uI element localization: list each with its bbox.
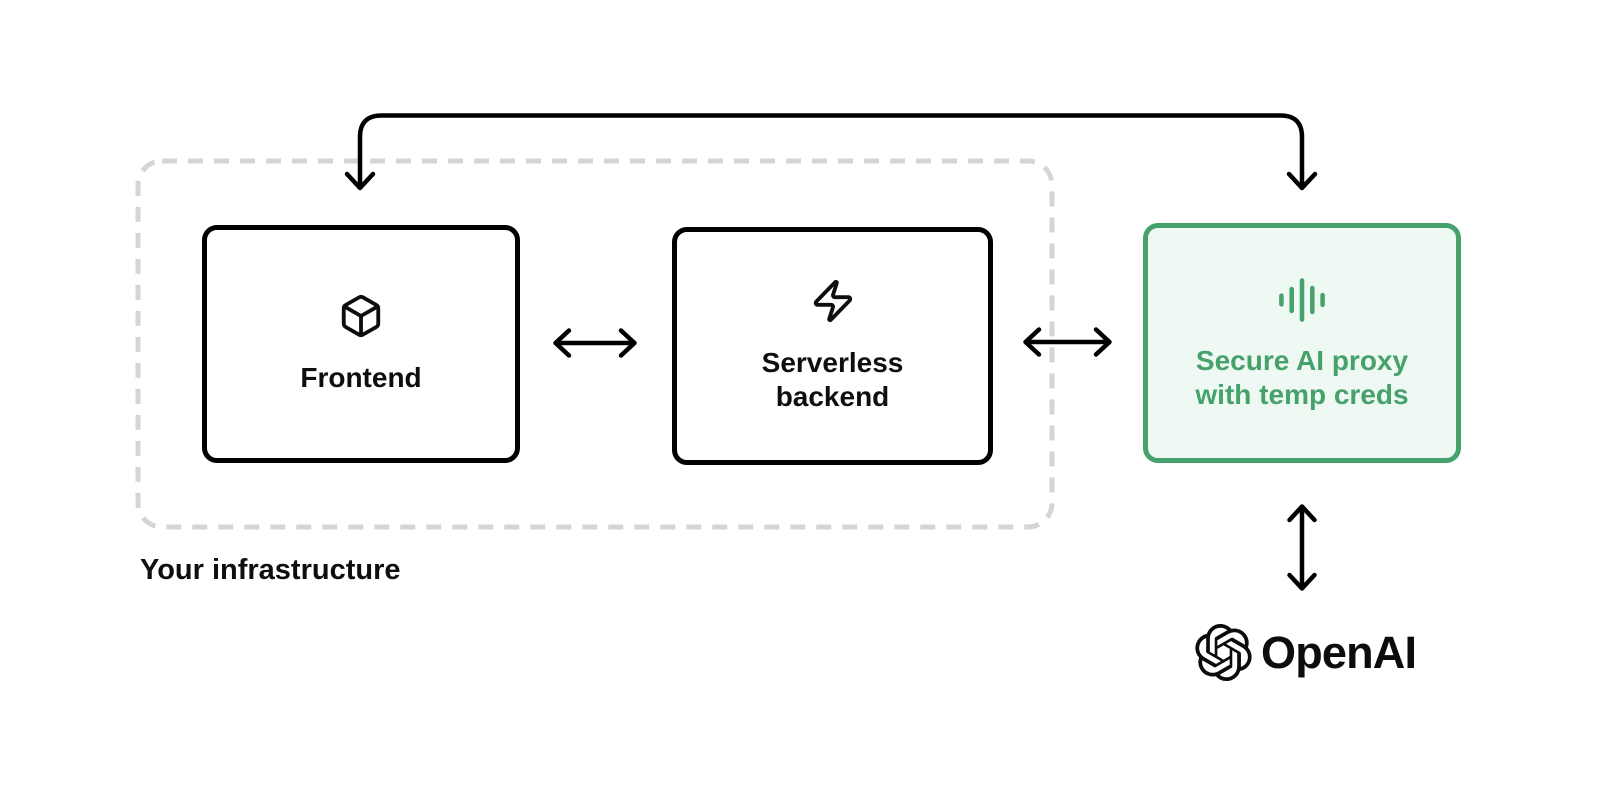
openai-logo: OpenAI — [1195, 624, 1417, 681]
secure-ai-proxy-label: Secure AI proxy with temp creds — [1195, 344, 1409, 410]
serverless-backend-label: Serverless backend — [761, 346, 904, 412]
arrowhead-down — [1287, 572, 1317, 591]
arrow-proxy-openai — [1287, 504, 1317, 591]
secure-ai-proxy-node: Secure AI proxy with temp creds — [1143, 223, 1461, 463]
arrow-serverless-proxy — [1023, 327, 1112, 357]
infrastructure-boundary — [135, 158, 1055, 530]
openai-wordmark: OpenAI — [1261, 626, 1417, 678]
arrowhead-left — [1023, 327, 1042, 357]
frontend-label: Frontend — [300, 361, 422, 393]
arrowhead-up — [1287, 504, 1317, 523]
box-icon — [341, 294, 381, 338]
arrowhead-left — [553, 328, 572, 358]
arrow-frontend-serverless — [553, 328, 637, 358]
infrastructure-caption: Your infrastructure — [140, 554, 401, 586]
frontend-node: Frontend — [202, 225, 520, 463]
audio-waveform-icon — [1279, 278, 1325, 322]
arrowhead-down-right — [1286, 171, 1318, 191]
arrowhead-down-left — [344, 171, 376, 191]
openai-logo-icon — [1195, 624, 1252, 681]
arrowhead-right — [618, 328, 637, 358]
serverless-backend-node: Serverless backend — [672, 227, 993, 465]
arrowhead-right — [1093, 327, 1112, 357]
zap-icon — [813, 279, 852, 322]
arrow-frontend-to-proxy-top-route — [344, 113, 1318, 191]
